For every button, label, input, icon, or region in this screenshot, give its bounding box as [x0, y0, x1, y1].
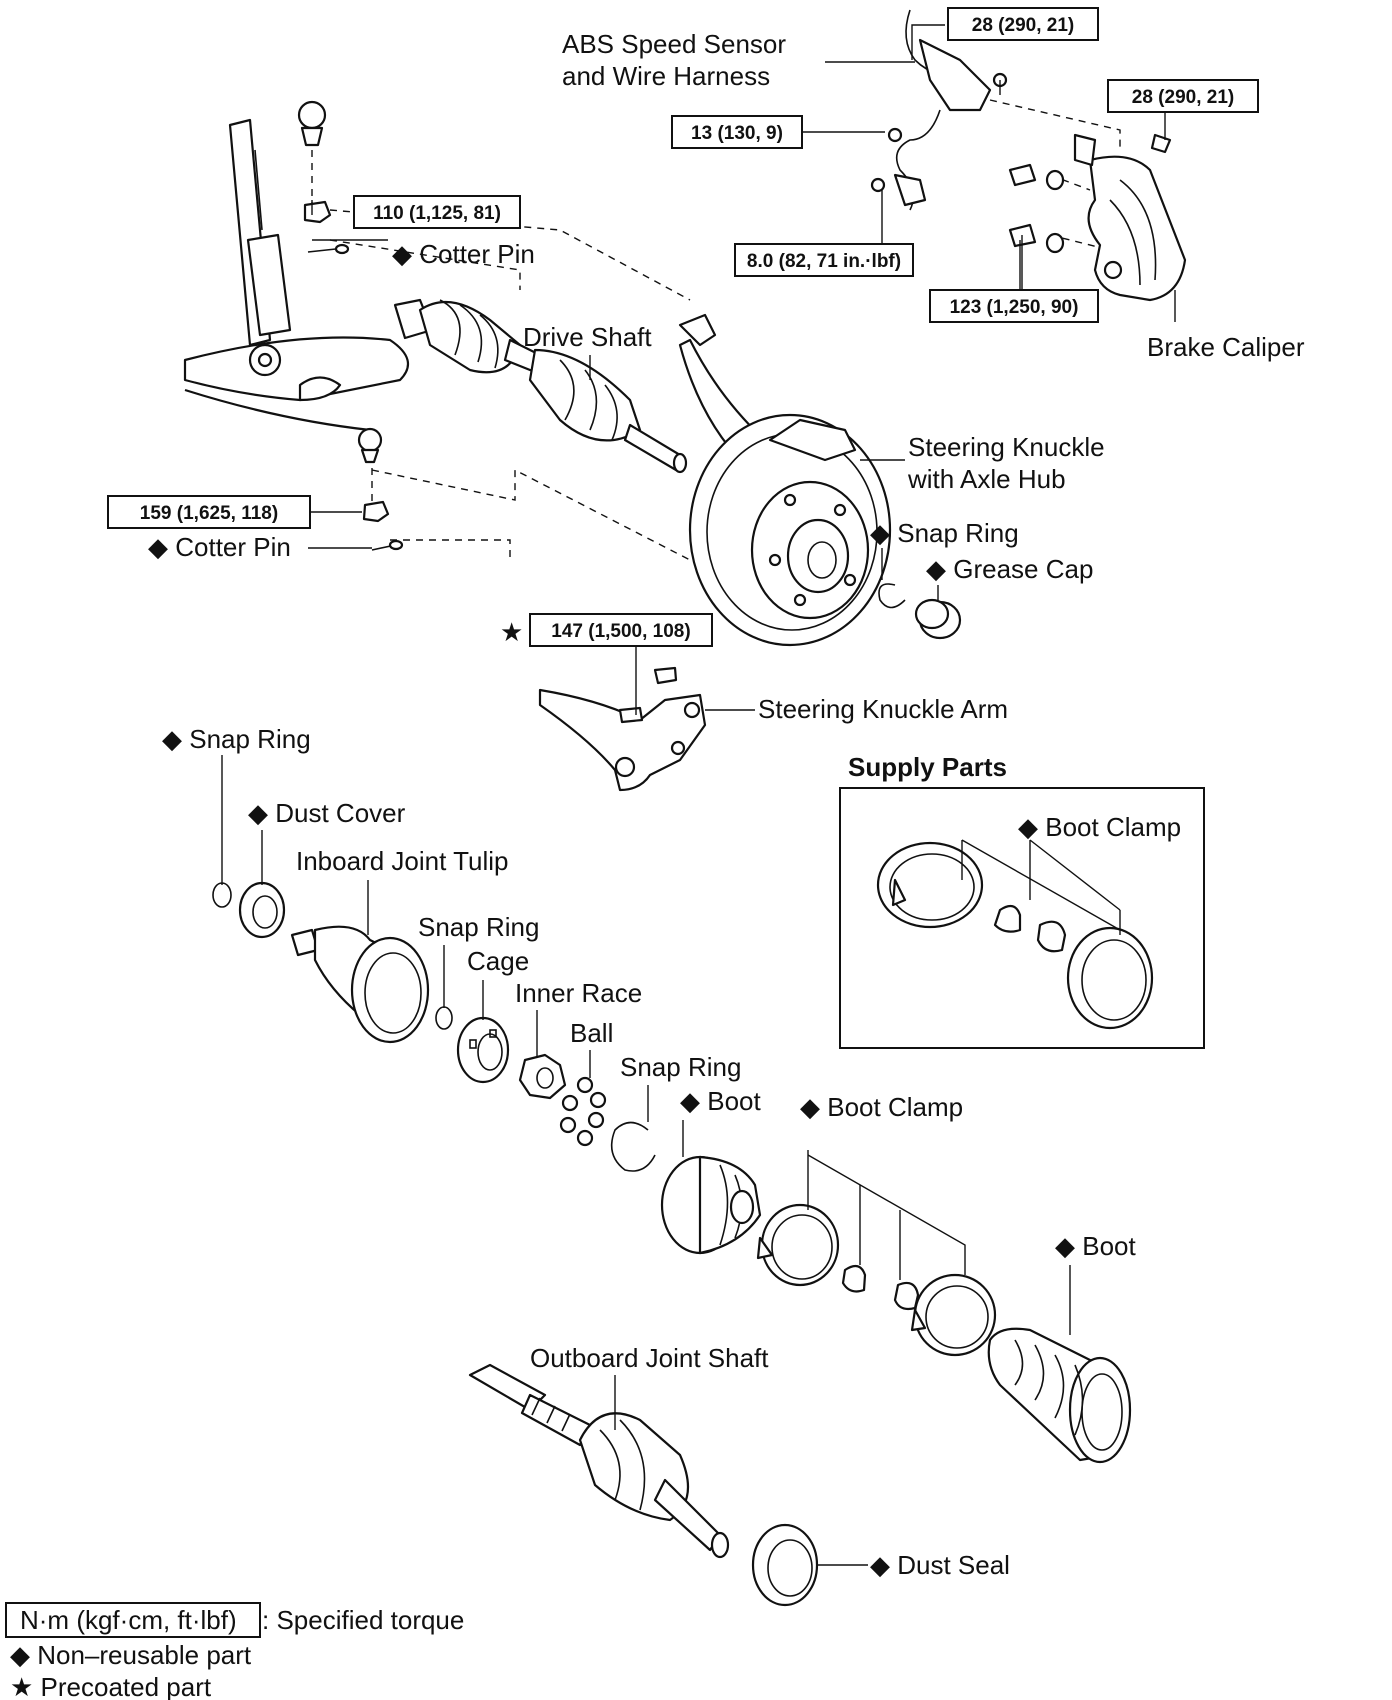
label-knuckle-1: Steering Knuckle — [908, 432, 1105, 462]
label-brake-caliper: Brake Caliper — [1147, 332, 1305, 362]
upper-cotter-pin — [307, 243, 350, 255]
legend: N·m (kgf·cm, ft·lbf) : Specified torque … — [5, 1602, 464, 1700]
upper-ball-joint-nut — [303, 200, 332, 224]
label-boot-inner: ◆ Boot — [680, 1086, 761, 1116]
torque-upper-ball-nut: 110 (1,125, 81) — [353, 195, 521, 229]
label-knuckle-2: with Axle Hub — [907, 464, 1066, 494]
svg-text:28 (290, 21): 28 (290, 21) — [1132, 87, 1234, 108]
legend-non-reusable: ◆ Non–reusable part — [10, 1640, 252, 1670]
steering-knuckle-arm — [538, 666, 707, 792]
svg-text:8.0 (82, 71 in.·lbf): 8.0 (82, 71 in.·lbf) — [747, 251, 901, 272]
torque-sensor-bolt: 13 (130, 9) — [671, 115, 803, 149]
svg-text:110 (1,125, 81): 110 (1,125, 81) — [373, 203, 501, 224]
supply-parts-box — [839, 787, 1205, 1049]
race-snap-ring — [610, 1121, 656, 1172]
svg-text:28 (290, 21): 28 (290, 21) — [972, 15, 1074, 36]
label-cotter-pin-lower: ◆ Cotter Pin — [148, 532, 291, 562]
outboard-joint-shaft — [468, 1363, 730, 1559]
hub-snap-ring — [878, 583, 906, 609]
torque-caliper-upper: 28 (290, 21) — [1107, 79, 1259, 113]
balls — [559, 1076, 607, 1147]
outer-boot — [987, 1327, 1132, 1464]
svg-text:159 (1,625, 118): 159 (1,625, 118) — [140, 503, 278, 524]
lower-cotter-pin — [371, 539, 404, 551]
svg-text:147 (1,500, 108): 147 (1,500, 108) — [551, 621, 690, 642]
svg-text:13 (130, 9): 13 (130, 9) — [691, 123, 783, 144]
brake-caliper — [1008, 133, 1187, 302]
torque-caliper-mount: 123 (1,250, 90) — [929, 289, 1099, 323]
steering-knuckle — [678, 313, 892, 647]
lower-ball-joint-nut — [362, 500, 390, 523]
label-snap-ring-hub: ◆ Snap Ring — [870, 518, 1019, 548]
abs-sensor — [870, 9, 1008, 211]
precoated-star: ★ — [500, 617, 523, 647]
strut-assembly — [183, 100, 410, 464]
label-dust-seal: ◆ Dust Seal — [870, 1550, 1010, 1580]
drive-shaft — [393, 298, 688, 474]
leader-lines — [221, 24, 1176, 1566]
inboard-joint-tulip — [290, 925, 430, 1044]
legend-torque-box: N·m (kgf·cm, ft·lbf) — [20, 1605, 237, 1635]
label-snap-ring-tulip: Snap Ring — [418, 912, 539, 942]
label-supply-boot-clamp: ◆ Boot Clamp — [1018, 812, 1181, 842]
label-snap-ring-race: Snap Ring — [620, 1052, 741, 1082]
label-grease-cap: ◆ Grease Cap — [926, 554, 1093, 584]
label-snap-ring-end: ◆ Snap Ring — [162, 724, 311, 754]
boot-clamps — [756, 1150, 997, 1357]
label-inner-race: Inner Race — [515, 978, 642, 1008]
inner-boot — [660, 1155, 762, 1255]
part-labels: ABS Speed Sensor and Wire Harness ◆ Cott… — [148, 29, 1305, 1580]
label-abs-sensor-2: and Wire Harness — [562, 61, 770, 91]
inner-race — [518, 1053, 567, 1100]
dust-seal — [751, 1523, 819, 1607]
label-supply-parts: Supply Parts — [848, 752, 1007, 782]
legend-torque-text: : Specified torque — [262, 1605, 464, 1635]
legend-precoated: ★ Precoated part — [10, 1672, 212, 1700]
dust-cover — [238, 881, 286, 939]
label-boot-outer: ◆ Boot — [1055, 1231, 1136, 1261]
label-abs-sensor-1: ABS Speed Sensor — [562, 29, 786, 59]
label-cage: Cage — [467, 946, 529, 976]
cage — [456, 1016, 510, 1084]
tulip-snap-ring — [435, 1006, 453, 1030]
label-inboard-tulip: Inboard Joint Tulip — [296, 846, 508, 876]
label-knuckle-arm: Steering Knuckle Arm — [758, 694, 1008, 724]
label-dust-cover: ◆ Dust Cover — [248, 798, 406, 828]
label-boot-clamp: ◆ Boot Clamp — [800, 1092, 963, 1122]
label-drive-shaft: Drive Shaft — [523, 322, 652, 352]
torque-sensor-bracket-upper: 28 (290, 21) — [947, 7, 1099, 41]
label-cotter-pin-upper: ◆ Cotter Pin — [392, 239, 535, 269]
svg-text:123 (1,250, 90): 123 (1,250, 90) — [950, 297, 1079, 318]
grease-cap — [914, 598, 962, 640]
end-snap-ring — [212, 882, 232, 908]
assembly-lines — [311, 99, 1121, 561]
torque-lower-ball-nut: 159 (1,625, 118) — [107, 495, 311, 529]
label-ball: Ball — [570, 1018, 613, 1048]
label-outboard-shaft: Outboard Joint Shaft — [530, 1343, 769, 1373]
torque-knuckle-arm-bolt: 147 (1,500, 108) — [529, 613, 713, 647]
torque-sensor-lower: 8.0 (82, 71 in.·lbf) — [734, 243, 914, 277]
